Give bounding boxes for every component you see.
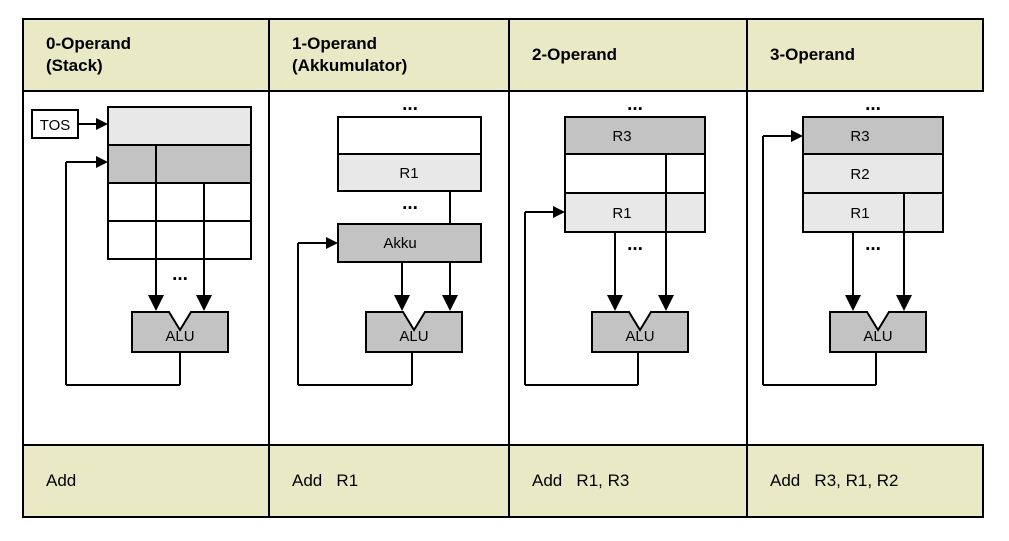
tos-arrow-head: [96, 118, 108, 130]
alu-shape: [365, 311, 463, 353]
writeback-arrow-head: [96, 156, 108, 168]
table-footer-row: Add Add R1 Add R1, R3 Add R3, R1, R2: [24, 446, 982, 516]
table-body-row: TOS ...: [24, 92, 984, 446]
header-title-zero-operand: 0-Operand (Stack): [46, 33, 132, 75]
register-label-r3: R3: [850, 128, 869, 145]
register-cell-r1: [802, 192, 944, 233]
diagram-cell-three-operand: ... R3 R2 R1 ...: [748, 92, 984, 444]
accumulator-label: Akku: [383, 235, 416, 252]
operand-a-arrow: [394, 295, 410, 311]
three-operand-machine-diagram: ... R3 R2 R1 ...: [762, 94, 944, 386]
instruction-text-three-operand: Add R3, R1, R2: [770, 471, 899, 490]
alu-label: ALU: [863, 328, 892, 345]
register-ellipsis-bottom: ...: [865, 234, 881, 255]
writeback-arrow-head: [553, 206, 565, 218]
operand-format-table: 0-Operand (Stack) 1-Operand (Akkumulator…: [22, 18, 984, 518]
operand-b-arrow: [658, 295, 674, 311]
instruction-text-one-operand: Add R1: [292, 471, 359, 490]
header-cell-one-operand: 1-Operand (Akkumulator): [270, 20, 510, 90]
instruction-cell-two-operand: Add R1, R3: [510, 446, 748, 516]
register-label-r2: R2: [850, 166, 869, 183]
register-ellipsis-top: ...: [627, 94, 643, 115]
header-cell-zero-operand: 0-Operand (Stack): [24, 20, 270, 90]
stack-machine-diagram: TOS ...: [31, 106, 252, 386]
register-cell-r3: [802, 116, 944, 155]
operand-a-arrow: [607, 295, 623, 311]
register-label-r1: R1: [399, 165, 418, 182]
stack-ellipsis: ...: [172, 264, 188, 285]
header-title-two-operand: 2-Operand: [532, 44, 618, 64]
diagram-cell-two-operand: ... R3 R1 ...: [510, 92, 748, 444]
register-cell-r2: [802, 153, 944, 194]
operand-b-arrow: [896, 295, 912, 311]
alu-label: ALU: [165, 328, 194, 345]
alu-shape: [131, 311, 229, 353]
header-cell-three-operand: 3-Operand: [748, 20, 982, 90]
diagram-cell-one-operand: ... R1 ... Akku: [270, 92, 510, 444]
register-cell-empty: [337, 116, 482, 155]
instruction-text-zero-operand: Add: [46, 471, 77, 490]
register-cell-empty: [564, 153, 706, 194]
register-cell-r1: [337, 153, 482, 192]
stack-cell-second: [107, 144, 252, 184]
operand-a-arrow: [845, 295, 861, 311]
diagram-cell-zero-operand: TOS ...: [24, 92, 270, 444]
accumulator-machine-diagram: ... R1 ... Akku: [297, 94, 482, 386]
instruction-cell-three-operand: Add R3, R1, R2: [748, 446, 982, 516]
register-ellipsis-bottom: ...: [402, 193, 418, 214]
operand-a-arrow: [148, 295, 164, 311]
register-cell-r3: [564, 116, 706, 155]
alu-label: ALU: [399, 328, 428, 345]
header-title-three-operand: 3-Operand: [770, 44, 856, 64]
register-ellipsis-top: ...: [402, 94, 418, 115]
stack-cell-top: [107, 106, 252, 146]
register-label-r1: R1: [850, 205, 869, 222]
header-title-one-operand: 1-Operand (Akkumulator): [292, 33, 408, 75]
register-cell-r1: [564, 192, 706, 233]
instruction-cell-zero-operand: Add: [24, 446, 270, 516]
writeback-arrow-head: [791, 130, 803, 142]
writeback-arrow-head: [326, 237, 338, 249]
instruction-cell-one-operand: Add R1: [270, 446, 510, 516]
register-label-r3: R3: [612, 128, 631, 145]
register-ellipsis-bottom: ...: [627, 234, 643, 255]
alu-shape: [591, 311, 689, 353]
alu-label: ALU: [625, 328, 654, 345]
register-ellipsis-top: ...: [865, 94, 881, 115]
register-label-r1: R1: [612, 205, 631, 222]
table-header-row: 0-Operand (Stack) 1-Operand (Akkumulator…: [24, 20, 982, 92]
instruction-text-two-operand: Add R1, R3: [532, 471, 630, 490]
operand-b-arrow: [442, 295, 458, 311]
header-cell-two-operand: 2-Operand: [510, 20, 748, 90]
tos-label-text: TOS: [40, 117, 71, 134]
operand-b-arrow: [196, 295, 212, 311]
stack-cell-third: [107, 182, 252, 222]
two-operand-machine-diagram: ... R3 R1 ...: [524, 94, 706, 386]
alu-shape: [829, 311, 927, 353]
stack-cell-fourth: [107, 220, 252, 260]
